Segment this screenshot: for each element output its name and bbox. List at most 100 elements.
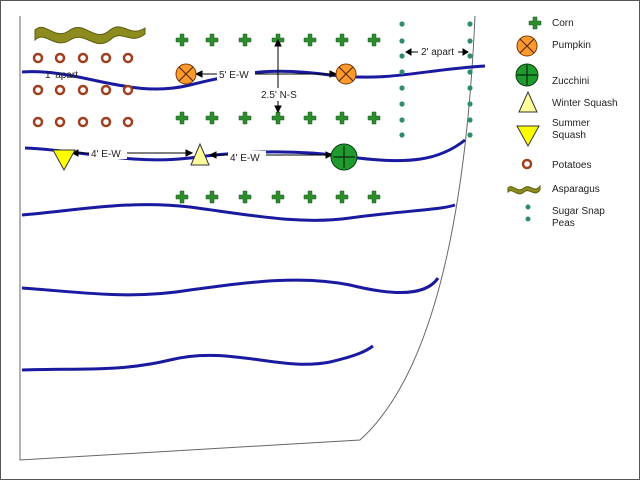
potato-mark — [77, 116, 89, 128]
corn-plant — [205, 33, 219, 47]
row-4 — [21, 277, 440, 297]
pumpkin-cross — [519, 38, 535, 54]
legend-item-potatoes: Potatoes — [521, 158, 591, 171]
legend-label-zucchini: Zucchini — [552, 76, 589, 87]
pea-plant — [399, 85, 405, 91]
pea-plant — [399, 101, 405, 107]
potato-mark — [32, 52, 44, 64]
corn-plant — [238, 190, 252, 204]
legend: Corn Pumpkin Zucchini Winter Squash Summ… — [507, 16, 618, 229]
corn-plant — [271, 190, 285, 204]
peas-spacing-label: 2' apart — [421, 47, 454, 58]
pea-plant — [399, 69, 405, 75]
garden-boundary — [19, 15, 476, 461]
potato-mark — [77, 52, 89, 64]
arrow-head — [329, 70, 338, 78]
potato-mark — [54, 84, 66, 96]
corn-plant — [271, 111, 285, 125]
legend-item-pumpkin: Pumpkin — [516, 35, 591, 57]
arrow-head — [208, 151, 217, 159]
corn-plant — [367, 190, 381, 204]
arrow-head — [185, 149, 194, 157]
legend-label-line: Summer — [552, 118, 590, 129]
summer-squash-icon — [52, 149, 76, 172]
potato-mark — [32, 116, 44, 128]
corn-plant — [367, 33, 381, 47]
corn-plant — [335, 111, 349, 125]
corn-spacing-label: 2.5' N-S — [261, 90, 297, 101]
corn-plant — [205, 190, 219, 204]
label-bg — [418, 45, 458, 58]
arrow-head — [405, 48, 412, 56]
corn-plant — [335, 33, 349, 47]
legend-label-corn: Corn — [552, 18, 574, 29]
label-bg — [217, 68, 255, 80]
label-bg — [259, 88, 301, 101]
potato-mark — [54, 116, 66, 128]
corn-plant — [238, 33, 252, 47]
legend-label-pumpkin: Pumpkin — [552, 40, 591, 51]
row-5 — [21, 344, 374, 372]
corn-plant — [175, 33, 189, 47]
pea-plant — [399, 53, 405, 59]
corn-plant — [238, 111, 252, 125]
corn-plant — [303, 190, 317, 204]
legend-label-winter-squash: Winter Squash — [552, 98, 618, 109]
corn-plant — [335, 190, 349, 204]
legend-label-line: Squash — [552, 130, 586, 141]
legend-label-line: Sugar Snap — [552, 206, 605, 217]
pea-plant — [399, 132, 405, 138]
summer-winter-spacing-label: 4' E-W — [91, 149, 121, 160]
corn-plant — [175, 190, 189, 204]
potato-mark — [122, 84, 134, 96]
label-bg — [89, 147, 127, 159]
potato-icon — [521, 158, 533, 170]
arrow-head — [274, 38, 282, 47]
corn-plant — [303, 33, 317, 47]
potato-mark — [100, 116, 112, 128]
pea-plant — [467, 132, 473, 138]
legend-item-zucchini: Zucchini — [515, 63, 589, 87]
corn-plant — [367, 111, 381, 125]
pea-plant — [467, 85, 473, 91]
legend-item-winter-squash: Winter Squash — [518, 90, 618, 113]
pea-plant — [399, 38, 405, 44]
potato-mark — [54, 52, 66, 64]
legend-label-asparagus: Asparagus — [552, 184, 600, 195]
pea-icon — [525, 204, 531, 210]
pea-plant — [399, 117, 405, 123]
pea-plant — [467, 117, 473, 123]
legend-item-corn: Corn — [528, 16, 574, 30]
pumpkin-plant — [175, 63, 197, 85]
potato-mark — [77, 84, 89, 96]
pumpkin-spacing-label: 5' E-W — [219, 70, 249, 81]
arrow-head — [194, 70, 203, 78]
pea-grid — [399, 21, 473, 138]
winter-squash-icon — [518, 90, 538, 113]
arrow-head — [274, 105, 282, 114]
arrow-head — [462, 48, 469, 56]
pea-plant — [399, 21, 405, 27]
pumpkin-plant — [335, 63, 357, 85]
pea-plant — [467, 21, 473, 27]
row-3 — [21, 203, 456, 222]
label-bg — [228, 151, 266, 163]
pea-plant — [467, 38, 473, 44]
legend-item-asparagus: Asparagus — [507, 184, 600, 195]
corn-plant — [175, 111, 189, 125]
arrow-head — [325, 151, 334, 159]
winter-zucchini-spacing-label: 4' E-W — [230, 153, 260, 164]
potato-mark — [122, 52, 134, 64]
pumpkin-cross — [178, 66, 194, 82]
zucchini-plant — [330, 143, 358, 171]
summer-squash-icon — [516, 125, 540, 148]
legend-label-potatoes: Potatoes — [552, 160, 591, 171]
corn-plant — [303, 111, 317, 125]
corn-icon — [528, 16, 542, 30]
pea-plant — [467, 53, 473, 59]
pea-icon — [525, 216, 531, 222]
